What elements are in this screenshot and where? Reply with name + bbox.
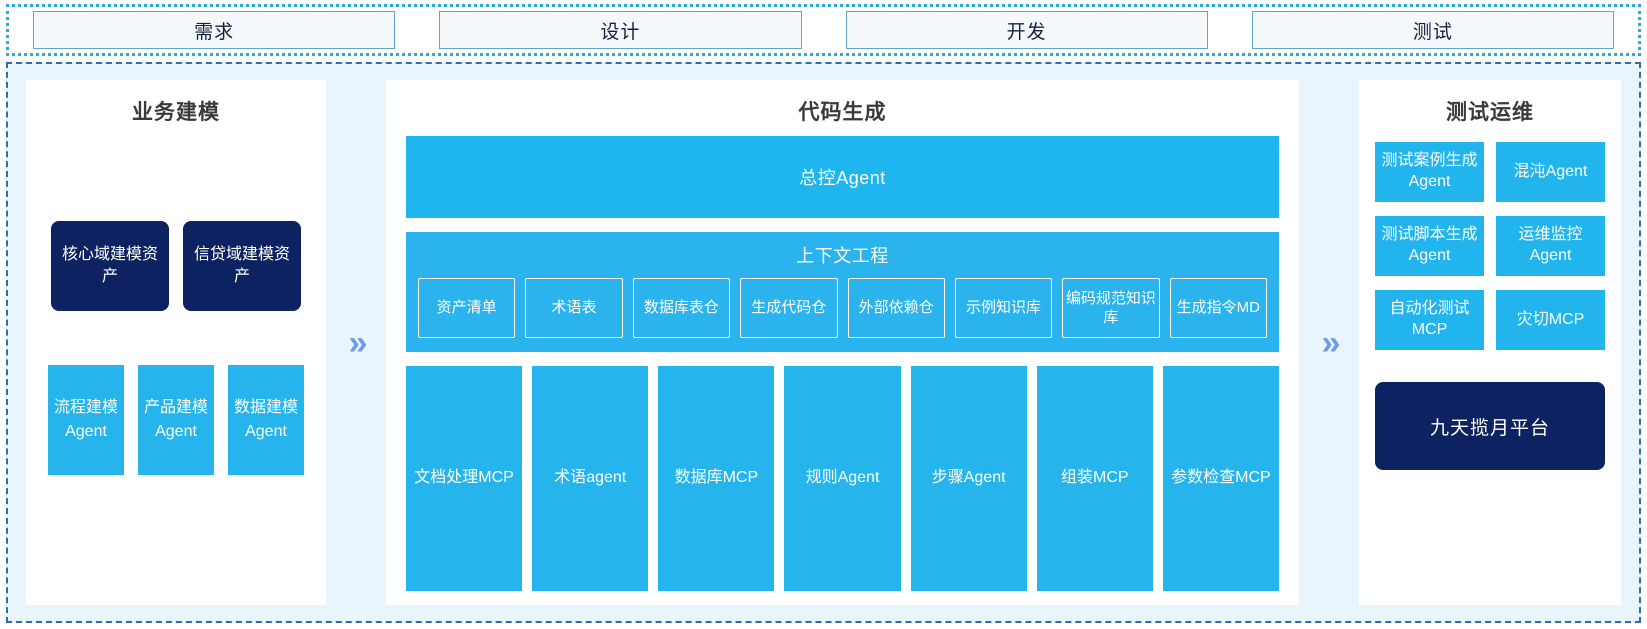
ops-card-operations-monitoring-agent[interactable]: 运维监控Agent xyxy=(1496,216,1605,276)
ops-card-label: 自动化测试MCP xyxy=(1389,300,1470,338)
context-item-label: 示例知识库 xyxy=(966,299,1042,317)
phase-tab-requirements[interactable]: 需求 xyxy=(33,11,396,49)
main-region: 业务建模 核心域建模资产 信贷域建模资产 流程建模Agent 产品建模Agent xyxy=(6,62,1641,623)
chevron-glyph: » xyxy=(1321,323,1341,362)
tool-card-glossary-agent[interactable]: 术语agent xyxy=(532,366,649,591)
ops-card-grid: 测试案例生成Agent 混沌Agent 测试脚本生成Agent 运维监控Agen… xyxy=(1375,142,1605,350)
agent-card-data-modeling[interactable]: 数据建模Agent xyxy=(228,364,304,475)
ops-card-label: 灾切MCP xyxy=(1516,310,1585,328)
chevron-right-icon: » xyxy=(1299,80,1359,605)
context-item-label: 生成指令MD xyxy=(1176,299,1260,317)
agent-card-label: 产品建模Agent xyxy=(143,399,208,440)
asset-card-label: 核心域建模资产 xyxy=(61,245,158,285)
context-item-generation-instruction-md[interactable]: 生成指令MD xyxy=(1169,278,1267,338)
panel-code-generation: 代码生成 总控Agent 上下文工程 资产清单 术语表 xyxy=(386,80,1299,605)
panel-title-test-operations: 测试运维 xyxy=(1446,101,1534,124)
tool-card-document-processing-mcp[interactable]: 文档处理MCP xyxy=(406,366,523,591)
context-item-label: 术语表 xyxy=(551,299,597,317)
context-engineering-title: 上下文工程 xyxy=(796,246,889,266)
context-item-label: 资产清单 xyxy=(436,299,497,317)
tool-card-database-mcp[interactable]: 数据库MCP xyxy=(658,366,775,591)
tool-card-parameter-check-mcp[interactable]: 参数检查MCP xyxy=(1162,366,1279,591)
context-item-db-table-repo[interactable]: 数据库表仓 xyxy=(632,278,731,338)
context-item-row: 资产清单 术语表 数据库表仓 生成代码仓 外部依赖仓 xyxy=(418,278,1267,338)
tool-card-row: 文档处理MCP 术语agent 数据库MCP 规则Agent 步骤Agent xyxy=(406,366,1279,591)
platform-card-label: 九天揽月平台 xyxy=(1429,417,1550,439)
tool-card-label: 数据库MCP xyxy=(674,469,759,487)
tool-card-label: 术语agent xyxy=(554,469,627,487)
context-item-label: 编码规范知识库 xyxy=(1065,289,1156,327)
phase-tab-label: 设计 xyxy=(600,21,641,43)
test-operations-body: 测试案例生成Agent 混沌Agent 测试脚本生成Agent 运维监控Agen… xyxy=(1375,130,1605,591)
tool-card-assembly-mcp[interactable]: 组装MCP xyxy=(1036,366,1153,591)
agent-card-label: 数据建模Agent xyxy=(233,399,298,440)
panel-title-code-generation: 代码生成 xyxy=(798,101,887,124)
ops-card-label: 测试脚本生成Agent xyxy=(1381,226,1478,264)
ops-card-chaos-agent[interactable]: 混沌Agent xyxy=(1496,142,1605,202)
panel-test-operations: 测试运维 测试案例生成Agent 混沌Agent 测试脚本生成Agent 运维监… xyxy=(1359,80,1621,605)
phase-strip: 需求 设计 开发 测试 xyxy=(6,4,1641,56)
tool-card-label: 规则Agent xyxy=(805,469,880,487)
context-engineering-block: 上下文工程 资产清单 术语表 数据库表仓 生成代码仓 xyxy=(406,232,1279,352)
agent-card-label: 流程建模Agent xyxy=(53,399,118,440)
chevron-right-icon: » xyxy=(326,80,386,605)
phase-tab-testing[interactable]: 测试 xyxy=(1251,11,1614,49)
ops-card-test-case-generation-agent[interactable]: 测试案例生成Agent xyxy=(1375,142,1484,202)
master-agent-banner[interactable]: 总控Agent xyxy=(406,136,1279,218)
chevron-glyph: » xyxy=(348,323,368,362)
context-item-coding-standard-knowledge-base[interactable]: 编码规范知识库 xyxy=(1062,278,1160,338)
asset-card-label: 信贷域建模资产 xyxy=(193,245,290,285)
phase-tab-label: 开发 xyxy=(1006,21,1047,43)
agent-card-product-modeling[interactable]: 产品建模Agent xyxy=(138,364,214,475)
business-modeling-body: 核心域建模资产 信贷域建模资产 流程建模Agent 产品建模Agent 数据建模… xyxy=(40,130,312,591)
platform-card-jiutian-lanyue[interactable]: 九天揽月平台 xyxy=(1375,382,1605,470)
ops-card-label: 运维监控Agent xyxy=(1518,226,1583,264)
phase-tab-design[interactable]: 设计 xyxy=(439,11,802,49)
context-item-example-knowledge-base[interactable]: 示例知识库 xyxy=(954,278,1053,338)
panel-title-business-modeling: 业务建模 xyxy=(132,101,220,124)
tool-card-step-agent[interactable]: 步骤Agent xyxy=(910,366,1027,591)
tool-card-rule-agent[interactable]: 规则Agent xyxy=(784,366,901,591)
ops-card-disaster-switch-mcp[interactable]: 灾切MCP xyxy=(1496,290,1605,350)
agent-card-process-modeling[interactable]: 流程建模Agent xyxy=(48,364,124,475)
context-item-glossary[interactable]: 术语表 xyxy=(525,278,623,338)
ops-card-label: 混沌Agent xyxy=(1513,162,1588,180)
tool-card-label: 参数检查MCP xyxy=(1171,469,1271,487)
asset-card-credit-domain[interactable]: 信贷域建模资产 xyxy=(183,220,301,311)
context-item-label: 生成代码仓 xyxy=(751,299,827,317)
modeling-agent-row: 流程建模Agent 产品建模Agent 数据建模Agent xyxy=(40,364,312,475)
asset-card-core-domain[interactable]: 核心域建模资产 xyxy=(51,220,169,311)
tool-card-label: 组装MCP xyxy=(1060,469,1129,487)
context-item-label: 数据库表仓 xyxy=(643,299,719,317)
code-generation-body: 总控Agent 上下文工程 资产清单 术语表 数据库表仓 xyxy=(406,130,1279,591)
asset-card-row: 核心域建模资产 信贷域建模资产 xyxy=(40,220,312,311)
phase-tab-development[interactable]: 开发 xyxy=(845,11,1208,49)
ops-card-label: 测试案例生成Agent xyxy=(1381,152,1478,190)
ops-card-test-script-generation-agent[interactable]: 测试脚本生成Agent xyxy=(1375,216,1484,276)
phase-tab-label: 测试 xyxy=(1412,21,1453,43)
tool-card-label: 步骤Agent xyxy=(931,469,1006,487)
context-item-asset-list[interactable]: 资产清单 xyxy=(418,278,516,338)
tool-card-label: 文档处理MCP xyxy=(414,469,514,487)
ops-card-automated-test-mcp[interactable]: 自动化测试MCP xyxy=(1375,290,1484,350)
context-item-external-dependency-repo[interactable]: 外部依赖仓 xyxy=(847,278,945,338)
phase-tab-label: 需求 xyxy=(194,21,235,43)
context-item-label: 外部依赖仓 xyxy=(858,299,934,317)
context-item-generated-code-repo[interactable]: 生成代码仓 xyxy=(740,278,838,338)
panel-business-modeling: 业务建模 核心域建模资产 信贷域建模资产 流程建模Agent 产品建模Agent xyxy=(26,80,326,605)
master-agent-label: 总控Agent xyxy=(799,168,886,188)
